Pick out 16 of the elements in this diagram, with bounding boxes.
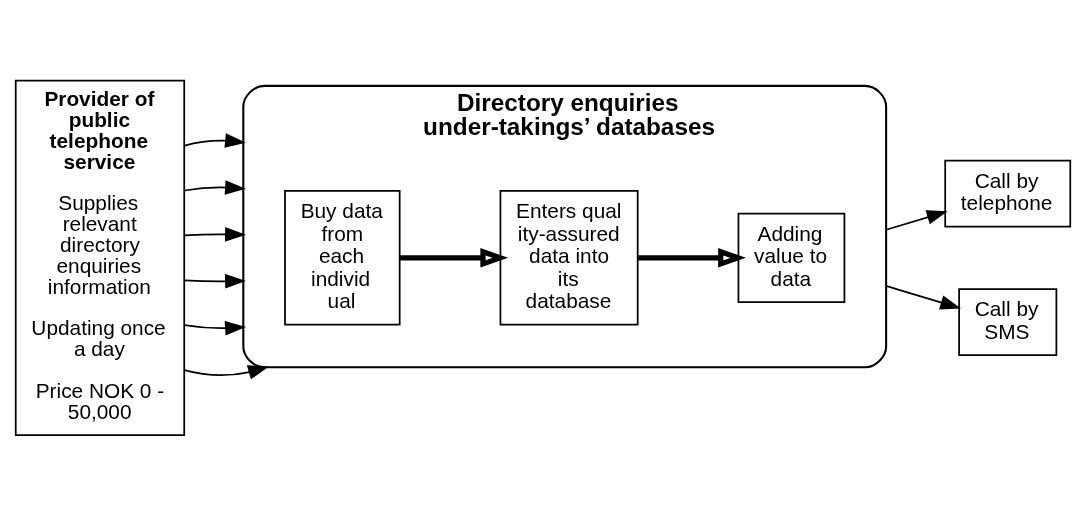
node-box: Adding value to data bbox=[737, 212, 846, 303]
node-box: Provider of public telephone service Supplies relevant directory enquiries information Updating once a day Price NOK 0 - 50,000 bbox=[14, 79, 186, 436]
arrow bbox=[885, 209, 948, 231]
arrow bbox=[183, 273, 246, 289]
node-box: Call by SMS bbox=[958, 287, 1058, 356]
arrow bbox=[183, 132, 246, 148]
node-box: Buy data from each individ ual bbox=[284, 189, 401, 326]
arrow bbox=[183, 320, 246, 335]
arrow bbox=[183, 226, 246, 242]
arrow bbox=[638, 247, 746, 268]
arrow bbox=[183, 179, 246, 195]
arrow bbox=[399, 247, 509, 268]
node-box: Enters quality-assured data into its database bbox=[499, 189, 639, 326]
arrow bbox=[885, 284, 962, 310]
arrow bbox=[183, 364, 269, 379]
node-box: Call by telephone bbox=[944, 159, 1072, 227]
